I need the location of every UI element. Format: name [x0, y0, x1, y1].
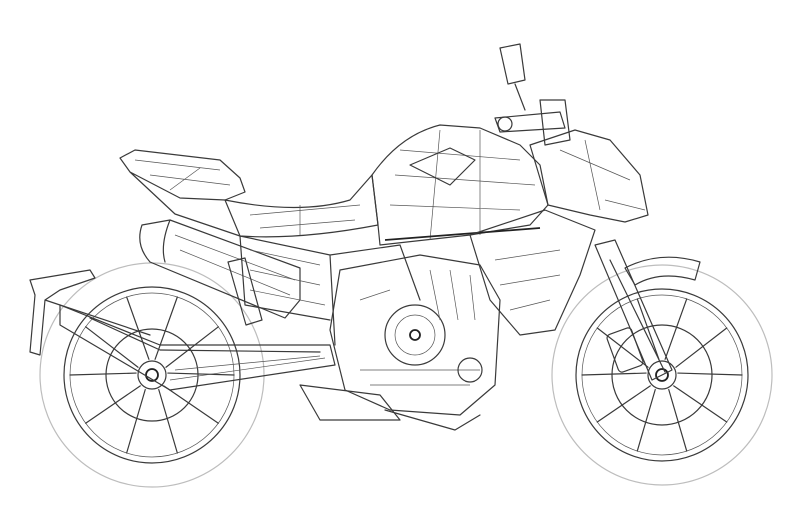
- front-wheel: [551, 264, 773, 486]
- spoke: [167, 372, 235, 376]
- spoke: [668, 388, 688, 452]
- spoke: [675, 327, 728, 368]
- spoke: [673, 385, 728, 423]
- rear-wheel: [39, 262, 265, 488]
- spoke: [85, 385, 141, 424]
- radiator-shroud: [469, 209, 596, 336]
- spoke: [664, 298, 688, 360]
- front-fairing: [529, 129, 649, 223]
- swingarm: [59, 304, 336, 391]
- clutch-cover: [384, 304, 446, 366]
- brake-caliper: [606, 327, 644, 373]
- mirror: [499, 43, 526, 85]
- spoke: [596, 385, 651, 423]
- spoke: [126, 296, 150, 360]
- spoke: [69, 372, 137, 376]
- tail-section: [119, 149, 246, 237]
- spoke: [581, 372, 647, 376]
- spoke: [126, 388, 146, 454]
- front-fender: [624, 256, 701, 286]
- rear-wheel-spokes: [69, 296, 235, 454]
- spoke: [85, 326, 139, 368]
- rear-brake-disc: [105, 328, 199, 422]
- spoke: [677, 372, 743, 376]
- rear-shock: [227, 257, 263, 326]
- spoke: [636, 388, 656, 452]
- front-brake-disc: [611, 324, 713, 426]
- exhaust: [139, 219, 301, 319]
- handlebar: [494, 43, 571, 146]
- frame: [239, 235, 421, 346]
- spoke: [636, 298, 660, 360]
- front-wheel-spokes: [581, 298, 743, 452]
- engine: [299, 254, 501, 431]
- spoke: [596, 327, 649, 368]
- rider-seat: [224, 174, 379, 238]
- fuel-tank: [371, 124, 549, 246]
- spoke: [165, 326, 219, 368]
- spoke: [158, 388, 178, 454]
- belly-pan: [299, 384, 401, 421]
- spoke: [163, 385, 219, 424]
